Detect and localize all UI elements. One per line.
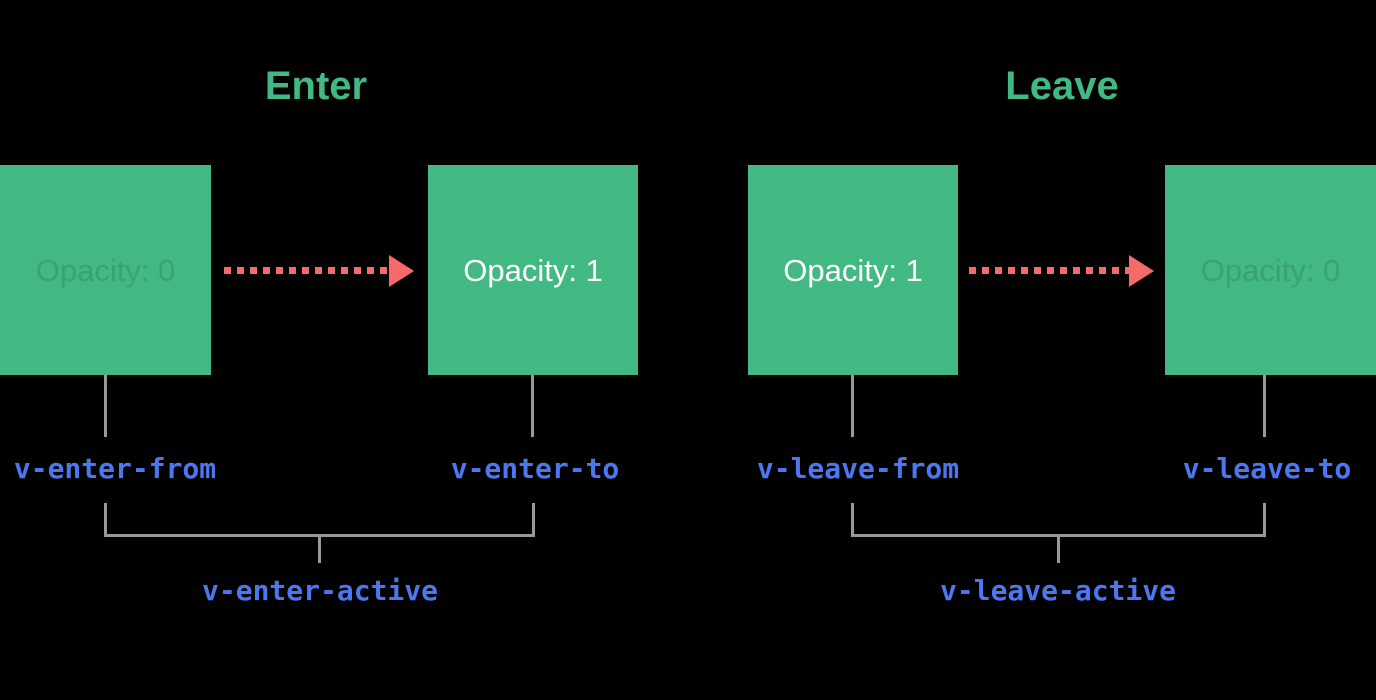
enter-to-box: Opacity: 1: [428, 165, 638, 375]
enter-active-label: v-enter-active: [201, 574, 439, 607]
leave-from-opacity-text: Opacity: 1: [783, 252, 923, 288]
connector-line-enter-to: [531, 375, 534, 437]
leave-to-label: v-leave-to: [1182, 452, 1352, 485]
bracket-line: [532, 503, 535, 537]
leave-to-opacity-text: Opacity: 0: [1200, 252, 1341, 288]
enter-section-title: Enter: [264, 64, 368, 108]
enter-from-opacity-text: Opacity: 0: [35, 252, 176, 288]
connector-line-leave-from: [851, 375, 854, 437]
connector-line-leave-to: [1263, 375, 1266, 437]
bracket-line: [1057, 537, 1060, 563]
dashed-line: [224, 267, 390, 274]
enter-to-label: v-enter-to: [450, 452, 620, 485]
leave-from-label: v-leave-from: [756, 452, 960, 485]
connector-line-enter-from: [104, 375, 107, 437]
bracket-line: [104, 534, 535, 537]
leave-active-label: v-leave-active: [939, 574, 1177, 607]
bracket-line: [851, 534, 1266, 537]
enter-to-opacity-text: Opacity: 1: [463, 252, 603, 288]
bracket-line: [1263, 503, 1266, 537]
enter-from-box: Opacity: 0: [0, 165, 211, 375]
dashed-line: [969, 267, 1131, 274]
leave-section-title: Leave: [1005, 64, 1119, 108]
enter-from-label: v-enter-from: [13, 452, 217, 485]
bracket-line: [104, 503, 107, 537]
bracket-line: [851, 503, 854, 537]
leave-from-box: Opacity: 1: [748, 165, 958, 375]
arrow-head-icon: [1129, 255, 1154, 287]
bracket-line: [318, 537, 321, 563]
leave-to-box: Opacity: 0: [1165, 165, 1376, 375]
arrow-head-icon: [389, 255, 414, 287]
